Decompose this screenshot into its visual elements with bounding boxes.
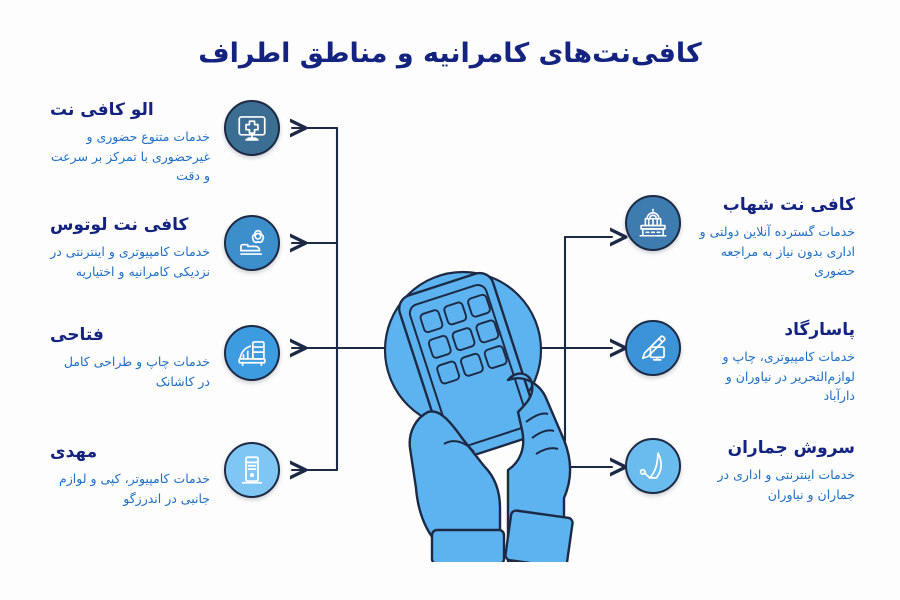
- node-title: الو کافی نت: [50, 100, 154, 120]
- page-title: کافی‌نت‌های کامرانیه و مناطق اطراف: [198, 38, 702, 69]
- node-description: خدمات کامپیوتری و اینترنتی در نزدیکی کام…: [50, 244, 210, 279]
- node-title: فتاحی: [50, 325, 104, 345]
- computer-tower-icon: [241, 456, 263, 484]
- node-left-4[interactable]: مهدی خدمات کامپیوتر، کپی و لوازم جانبی د…: [50, 442, 280, 508]
- icon-badge-satellite-dish: [625, 438, 681, 494]
- monitor-medical-cross-icon: [238, 116, 266, 141]
- government-building-icon: [639, 208, 667, 237]
- node-description: خدمات چاپ و طراحی کامل در کاشانک: [63, 354, 210, 389]
- node-right-2[interactable]: پاسارگاد خدمات کامپیوتری، چاپ و لوازم‌ال…: [625, 320, 870, 405]
- node-description: خدمات کامپیوتری، چاپ و لوازم‌التحریر در …: [722, 349, 855, 403]
- printing-press-icon: [238, 341, 266, 367]
- node-left-1[interactable]: الو کافی نت خدمات متنوع حضوری و غیرحضوری…: [50, 100, 280, 185]
- node-right-1[interactable]: کافی نت شهاب خدمات گسترده آنلاین دولتی و…: [625, 195, 870, 280]
- node-right-3[interactable]: سروش جماران خدمات اینترنتی و اداری در جم…: [625, 438, 870, 504]
- icon-badge-pencil-monitor: [625, 320, 681, 376]
- node-description: خدمات متنوع حضوری و غیرحضوری با تمرکز بر…: [50, 129, 210, 183]
- satellite-dish-icon: [639, 452, 662, 479]
- center-illustration: [358, 262, 588, 562]
- icon-badge-lotus-flower: [224, 215, 280, 271]
- node-title: سروش جماران: [727, 438, 855, 458]
- node-title: مهدی: [50, 442, 98, 462]
- node-left-3[interactable]: فتاحی خدمات چاپ و طراحی کامل در کاشانک: [50, 325, 280, 391]
- node-left-2[interactable]: کافی نت لوتوس خدمات کامپیوتری و اینترنتی…: [50, 215, 280, 281]
- pencil-monitor-icon: [641, 335, 666, 361]
- node-title: کافی نت شهاب: [722, 195, 855, 215]
- node-description: خدمات اینترنتی و اداری در جماران و نیاور…: [717, 467, 856, 502]
- node-description: خدمات کامپیوتر، کپی و لوازم جانبی در اند…: [58, 471, 210, 506]
- icon-badge-printing-press: [224, 325, 280, 381]
- icon-badge-monitor-medical-cross: [224, 100, 280, 156]
- lotus-flower-icon: [240, 229, 265, 255]
- node-title: کافی نت لوتوس: [50, 215, 189, 235]
- icon-badge-computer-tower: [224, 442, 280, 498]
- node-title: پاسارگاد: [784, 320, 855, 340]
- icon-badge-government-building: [625, 195, 681, 251]
- node-description: خدمات گسترده آنلاین دولتی و اداری بدون ن…: [699, 224, 855, 278]
